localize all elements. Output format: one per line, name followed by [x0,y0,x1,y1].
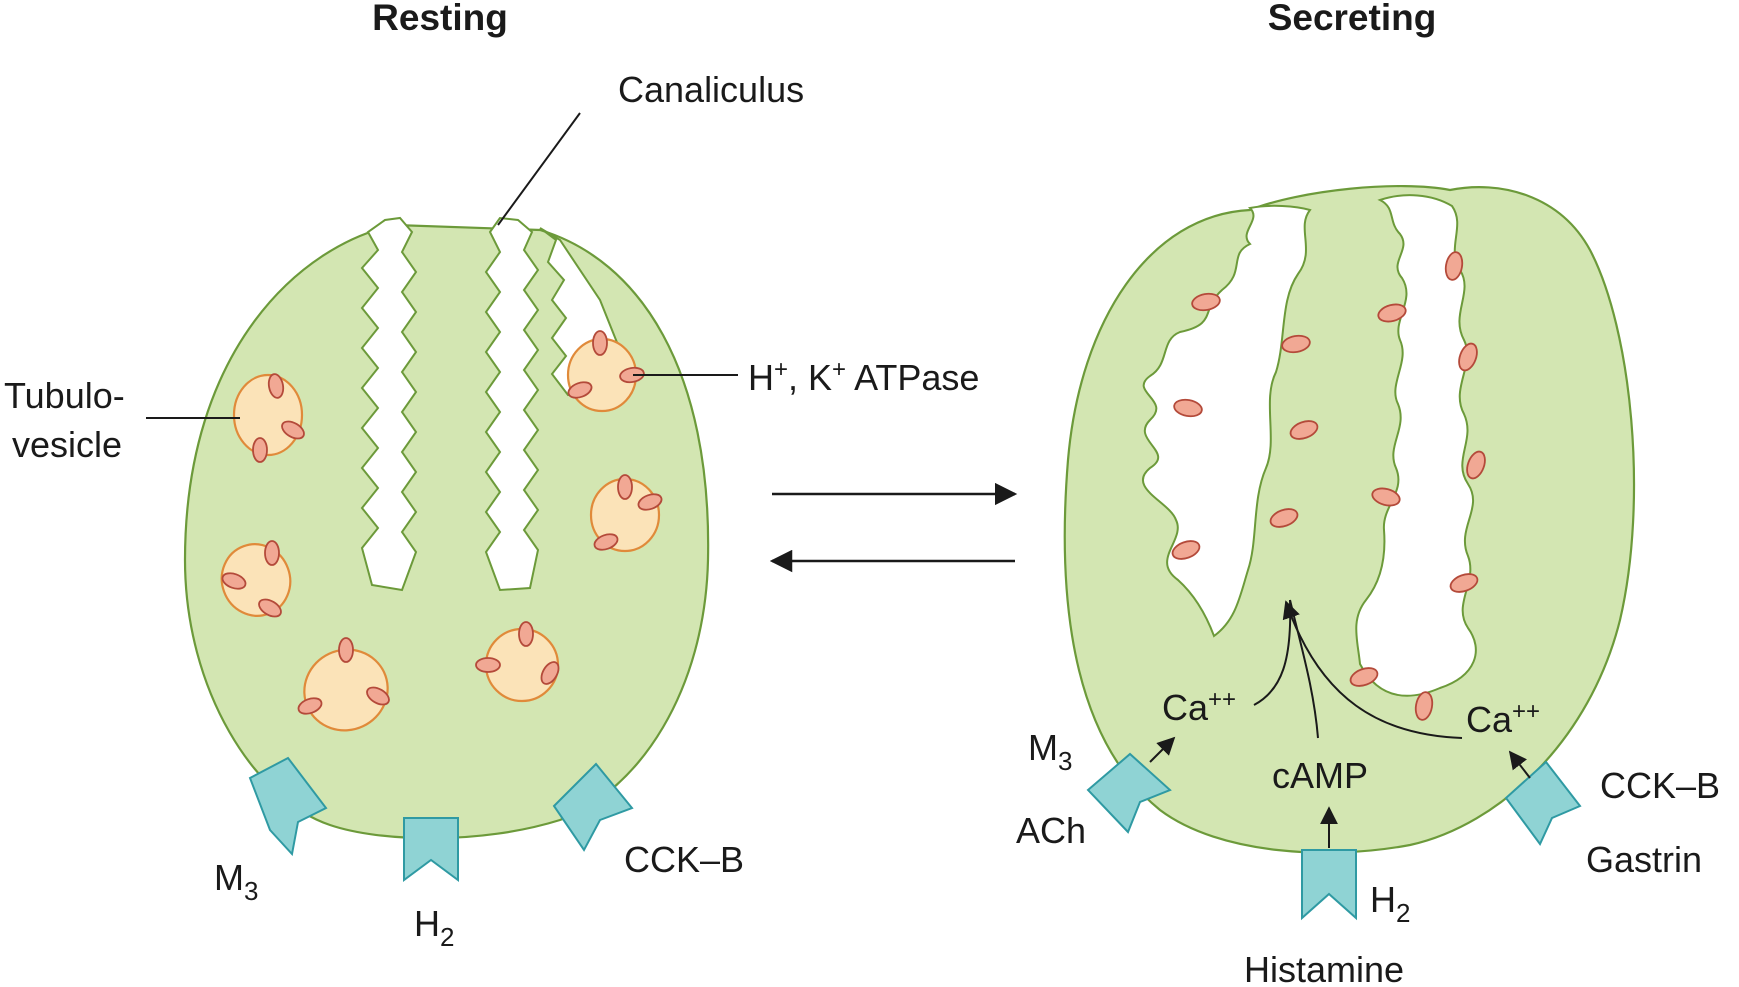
ca-right-to-canaliculus-arrow [1282,600,1463,739]
tubulovesicle [297,637,390,732]
resting-h2-label: H2 [414,903,454,952]
canaliculus-left-channel [360,216,418,592]
secreting-canaliculus-left [1141,204,1312,638]
secreting-histamine-label: Histamine [1244,949,1404,987]
secreting-gastrin-label: Gastrin [1586,839,1702,880]
secreting-cckb-receptor-icon [1504,760,1582,846]
secreting-m3-label: M3 [1028,727,1072,776]
secreting-m3-receptor-icon [1086,752,1172,834]
canaliculus-label: Canaliculus [618,69,804,110]
tubulovesicle [232,373,305,463]
resting-cell [183,216,710,882]
tubulovesicle [475,621,560,703]
canaliculus-middle-channel [484,216,540,592]
gastrin-to-ca-arrow [1508,750,1531,779]
tubulovesicle-label-line2: vesicle [12,424,122,465]
secreting-ach-label: ACh [1016,810,1086,851]
m3-receptor-icon [248,756,328,857]
secreting-cell-body [1063,184,1636,854]
ach-to-ca-arrow [1149,736,1176,763]
secreting-h2-receptor-icon [1301,849,1357,921]
tubulovesicle [589,474,663,553]
atpase-label: H+, K+ ATPase [748,356,979,398]
resting-title: Resting [372,0,508,38]
tubulovesicle-label-line1: Tubulo- [4,375,125,416]
secreting-ca-right-label: Ca++ [1466,698,1540,740]
resting-m3-label: M3 [214,857,258,906]
secreting-title: Secreting [1268,0,1437,38]
secreting-cckb-label: CCK–B [1600,765,1720,806]
tubulovesicle [566,330,645,413]
tubulovesicle [220,540,292,618]
h2-receptor-icon [403,817,459,882]
secreting-pumps [1171,251,1486,721]
secreting-camp-label: cAMP [1272,755,1368,796]
resting-cckb-label: CCK–B [624,839,744,880]
cckb-receptor-icon [552,762,634,852]
secreting-h2-label: H2 [1370,879,1410,928]
secreting-ca-left-label: Ca++ [1162,686,1236,728]
secreting-cell [1063,184,1636,921]
canaliculus-leader-line [497,112,581,226]
